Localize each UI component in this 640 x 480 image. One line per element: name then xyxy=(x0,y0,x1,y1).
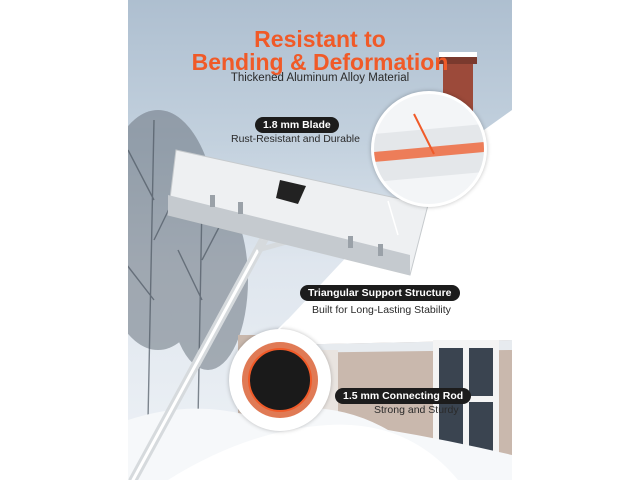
headline-line-1: Resistant to xyxy=(254,26,386,52)
blade-detail-circle xyxy=(371,91,487,207)
feature-rod-caption: Strong and Sturdy xyxy=(374,404,459,416)
feature-blade-caption: Rust-Resistant and Durable xyxy=(231,133,360,145)
callout-lines xyxy=(277,200,399,331)
blade-edge-icon xyxy=(374,113,484,182)
feature-support-title: Triangular Support Structure xyxy=(300,285,460,301)
headline-line-2: Bending & Deformation xyxy=(191,49,449,75)
rod-cross-section-icon xyxy=(242,342,318,418)
feature-blade-title: 1.8 mm Blade xyxy=(255,117,339,133)
product-image-panel: Resistant to Bending & Deformation Thick… xyxy=(128,0,512,480)
feature-rod-title: 1.5 mm Connecting Rod xyxy=(335,388,472,404)
feature-support-caption: Built for Long-Lasting Stability xyxy=(312,304,451,316)
headline-subtitle: Thickened Aluminum Alloy Material xyxy=(230,72,410,84)
rod-detail-circle xyxy=(229,329,331,431)
